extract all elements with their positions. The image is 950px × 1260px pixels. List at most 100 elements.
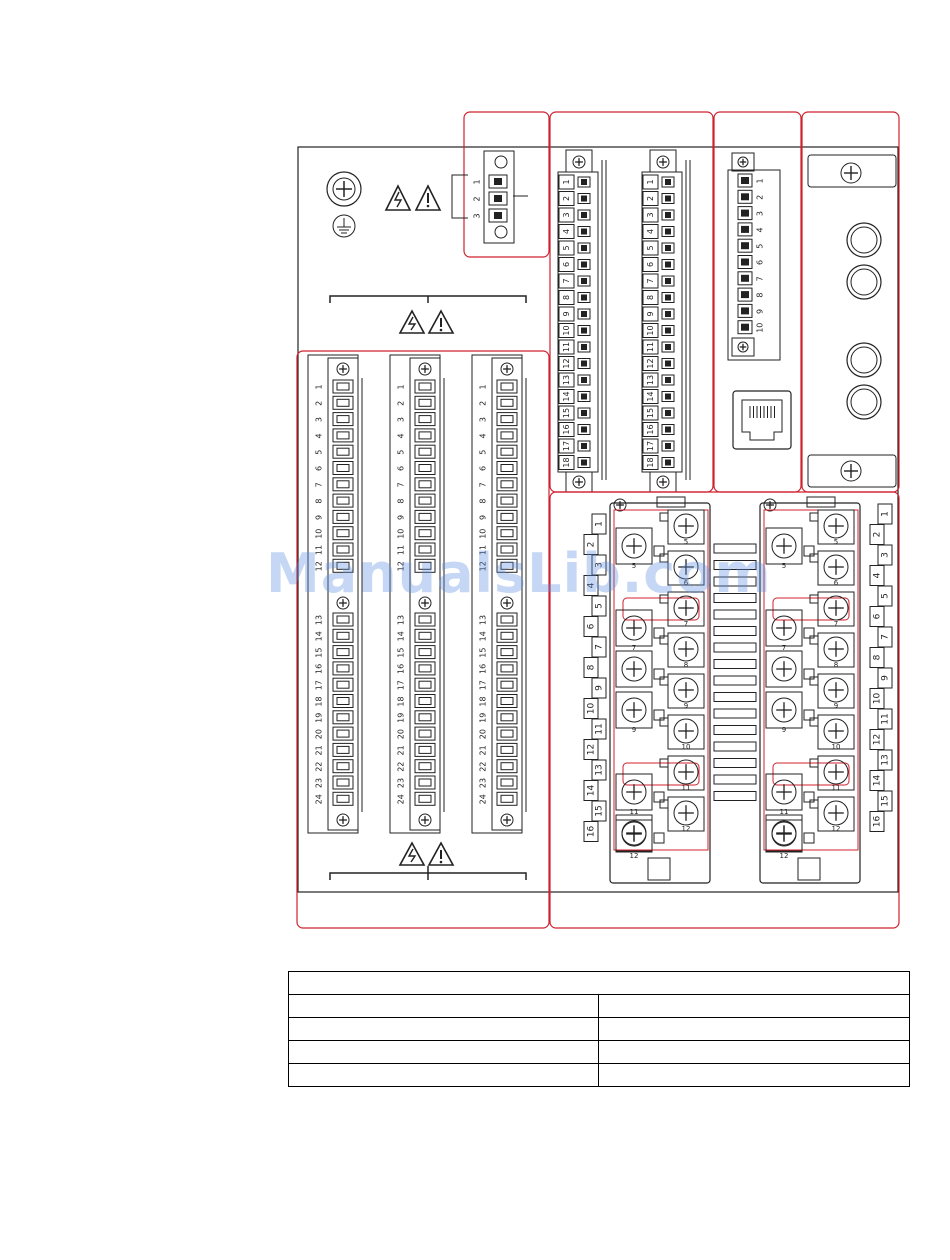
terminal-pin — [558, 389, 575, 404]
pin-label: 7 — [782, 644, 786, 652]
tab-label — [591, 513, 607, 535]
pin-label: 11 — [315, 545, 324, 555]
terminal-pin — [332, 412, 354, 427]
pin-label: 4 — [756, 227, 765, 232]
pin-label: 16 — [315, 664, 324, 674]
shorting-bar — [713, 659, 757, 669]
pin-label: 8 — [397, 499, 406, 504]
pin-label: 2 — [587, 542, 597, 548]
terminal-pin — [496, 645, 518, 660]
terminal-pin — [558, 224, 575, 239]
terminal-pin — [332, 461, 354, 475]
terminal-pin — [642, 240, 659, 256]
tab-label — [877, 790, 893, 812]
protective-earth-ground-icon — [332, 214, 356, 238]
pin-label: 13 — [881, 754, 891, 765]
shorting-bar — [713, 543, 757, 554]
tab-label — [583, 780, 599, 801]
terminal-screw-icon — [656, 155, 670, 169]
pin-label: 3 — [646, 212, 655, 217]
pin-label: 23 — [479, 778, 488, 788]
pin-label: 6 — [834, 579, 839, 587]
pin-label: 1 — [479, 384, 488, 389]
pin-label: 12 — [315, 561, 324, 571]
terminal-screw-icon — [613, 498, 627, 512]
pin-label: 13 — [595, 764, 605, 775]
pin-label: 6 — [397, 466, 406, 471]
tab-label — [869, 606, 885, 627]
pin-label: 9 — [684, 702, 688, 710]
pin-label: 10 — [756, 323, 765, 333]
terminal-screw-icon — [823, 595, 849, 621]
shorting-bar — [713, 609, 757, 620]
tab-label — [583, 739, 599, 760]
shorting-bar — [713, 758, 757, 768]
pin-label: 6 — [587, 623, 597, 629]
pin-label: 1 — [595, 521, 605, 527]
pin-label: 6 — [873, 613, 883, 619]
terminal-pin — [642, 422, 659, 437]
legend-table — [288, 971, 910, 1087]
terminal-pin — [414, 759, 436, 774]
pin-label: 10 — [479, 529, 488, 539]
watermark-text: ManualsLib.com — [266, 542, 772, 605]
pin-label: 11 — [832, 784, 841, 792]
terminal-screw-icon — [673, 513, 699, 539]
terminal-pin — [496, 710, 518, 725]
pin-label: 22 — [315, 762, 324, 772]
pin-label: 2 — [479, 401, 488, 406]
terminal-pin — [414, 379, 436, 394]
terminal-screw-icon — [621, 821, 647, 847]
terminal-screw-icon — [823, 759, 849, 785]
pin-label: 3 — [315, 417, 324, 422]
pin-label: 12 — [832, 825, 841, 833]
pin-label: 5 — [595, 603, 605, 609]
terminal-screw-icon — [840, 460, 862, 482]
pin-label: 5 — [646, 245, 655, 250]
pin-label: 4 — [587, 582, 597, 588]
terminal-pin — [496, 526, 518, 541]
terminal-pin — [558, 339, 575, 355]
tab-label — [877, 749, 893, 771]
tab-label — [583, 575, 599, 596]
pin-label: 18 — [646, 457, 655, 467]
terminal-pin — [488, 191, 508, 206]
terminal-pin — [332, 726, 354, 741]
pin-label: 11 — [646, 342, 655, 352]
terminal-screw-icon — [621, 697, 647, 723]
pin-label: 9 — [315, 515, 324, 520]
terminal-pin — [414, 558, 436, 573]
pin-label: 17 — [646, 441, 655, 451]
pin-label: 12 — [479, 561, 488, 571]
pin-label: 13 — [397, 615, 406, 625]
table-cell — [598, 1040, 910, 1064]
pin-label: 6 — [479, 466, 488, 471]
pin-label: 6 — [646, 262, 655, 267]
terminal-pin — [737, 222, 753, 237]
terminal-screw-icon — [336, 596, 350, 610]
pin-label: 11 — [479, 545, 488, 555]
terminal-pin — [332, 759, 354, 774]
pin-label: 1 — [646, 179, 655, 184]
terminal-pin — [414, 694, 436, 708]
terminal-screw-icon — [621, 615, 647, 641]
pin-label: 19 — [479, 713, 488, 723]
terminal-screw-icon — [500, 596, 514, 610]
pin-label: 14 — [587, 785, 597, 797]
terminal-pin — [642, 290, 659, 305]
terminal-pin — [737, 206, 753, 221]
terminal-pin — [332, 509, 354, 524]
terminal-pin — [414, 628, 436, 643]
terminal-pin — [737, 189, 753, 204]
terminal-pin — [642, 273, 659, 289]
lower-warning-bracket — [329, 841, 527, 880]
terminal-pin — [332, 628, 354, 643]
pin-label: 8 — [646, 295, 655, 300]
terminal-pin — [332, 612, 354, 627]
pin-label: 12 — [873, 734, 883, 745]
pin-label: 10 — [562, 325, 571, 335]
pin-label: 1 — [473, 179, 482, 184]
terminal-pin — [558, 191, 575, 206]
table-cell — [288, 1017, 599, 1041]
